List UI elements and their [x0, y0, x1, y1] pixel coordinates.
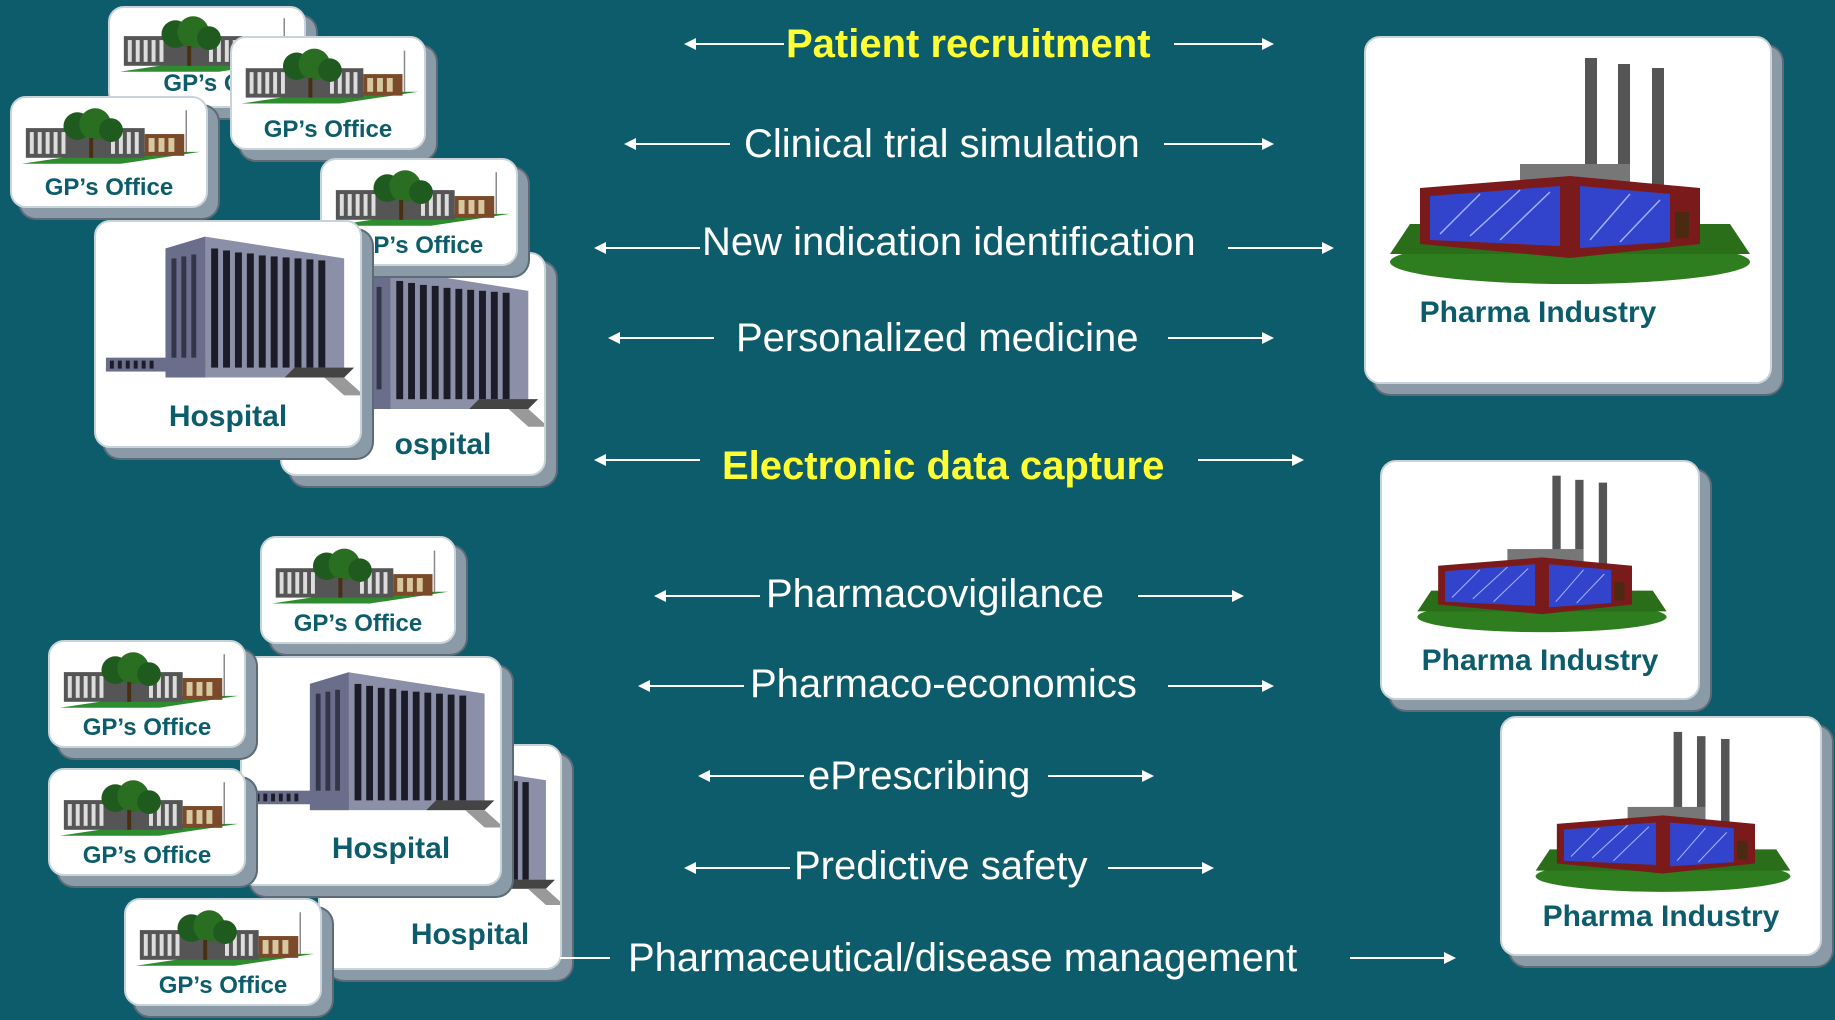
hospital-label: ospital	[394, 428, 492, 461]
double-arrow-icon	[624, 138, 1274, 150]
gp-office-card: GP’s Office	[230, 36, 426, 150]
link-label-clinical-trial-simulation: Clinical trial simulation	[744, 122, 1140, 166]
link-row: Patient recruitment	[684, 24, 1274, 64]
link-row: Pharmacovigilance	[654, 574, 1244, 614]
hospital-card: ospital	[280, 252, 546, 476]
link-row: New indication identification	[594, 222, 1334, 262]
gp-office-card: GP’s Office	[10, 96, 208, 208]
link-label-pharmaco-economics: Pharmaco-economics	[750, 662, 1137, 706]
pharma-industry-card: Pharma Industry	[1364, 36, 1772, 384]
hospital-label: Hospital	[331, 832, 451, 865]
gp-office-building-icon	[50, 776, 246, 846]
gp-office-card: GP’s Office	[48, 768, 246, 876]
gp-office-building-icon	[12, 104, 208, 174]
gp-office-building-icon	[232, 44, 426, 114]
hospital-label: Hospital	[410, 918, 530, 951]
link-label-new-indication-identification: New indication identification	[702, 220, 1196, 264]
hospital-label: Hospital	[168, 400, 288, 433]
pharma-industry-label: Pharma Industry	[1421, 644, 1659, 677]
double-arrow-icon	[594, 242, 1334, 254]
gp-office-card: GP’s Office	[48, 640, 246, 748]
gp-office-card: GP’s Office	[260, 536, 456, 644]
link-row: Predictive safety	[684, 846, 1214, 886]
double-arrow-icon	[638, 680, 1274, 692]
gp-office-building-icon	[262, 544, 456, 614]
gp-office-building-icon	[50, 648, 246, 718]
link-row: Electronic data capture	[594, 440, 1304, 486]
double-arrow-icon	[608, 332, 1274, 344]
hospital-card: Hospital	[240, 656, 502, 886]
link-label-patient-recruitment: Patient recruitment	[786, 22, 1151, 66]
gp-office-card: GP’s Office	[124, 898, 322, 1006]
gp-office-label: GP’s Office	[263, 116, 393, 143]
pharma-industry-card: Pharma Industry	[1380, 460, 1700, 700]
link-label-predictive-safety: Predictive safety	[794, 844, 1088, 888]
double-arrow-icon	[684, 38, 1274, 50]
double-arrow-icon	[698, 770, 1154, 782]
gp-office-building-icon	[126, 906, 322, 976]
factory-icon	[1382, 466, 1700, 646]
factory-icon	[1502, 722, 1822, 906]
gp-office-label: GP’s Office	[158, 972, 288, 999]
link-label-eprescribing: ePrescribing	[808, 754, 1031, 798]
factory-icon	[1366, 44, 1772, 304]
link-row: Personalized medicine	[608, 318, 1274, 358]
hospital-building-icon	[242, 662, 502, 832]
double-arrow-icon	[684, 862, 1214, 874]
gp-office-label: GP’s Office	[293, 610, 423, 637]
gp-office-label: GP’s Office	[82, 842, 212, 869]
link-row: Pharmaco-economics	[638, 664, 1274, 704]
hospital-card: Hospital	[94, 220, 362, 448]
gp-office-label: GP’s Office	[82, 714, 212, 741]
pharma-industry-card: Pharma Industry	[1500, 716, 1822, 956]
link-label-pharmaceutical-disease-management: Pharmaceutical/disease management	[628, 936, 1298, 980]
double-arrow-icon	[654, 590, 1244, 602]
gp-office-label: GP’s Office	[44, 174, 174, 201]
double-arrow-icon	[594, 454, 1304, 466]
link-row: Pharmaceutical/disease management	[560, 938, 1456, 978]
right-arrow-icon	[560, 952, 1456, 964]
link-label-pharmacovigilance: Pharmacovigilance	[766, 572, 1104, 616]
link-label-electronic-data-capture: Electronic data capture	[722, 444, 1165, 488]
link-row: ePrescribing	[698, 756, 1154, 796]
hospital-building-icon	[96, 228, 362, 398]
link-row: Clinical trial simulation	[624, 124, 1274, 164]
pharma-industry-label: Pharma Industry	[1419, 296, 1657, 329]
link-label-personalized-medicine: Personalized medicine	[736, 316, 1139, 360]
pharma-industry-label: Pharma Industry	[1542, 900, 1780, 933]
gp-office-label: GP’s Office	[354, 232, 484, 259]
